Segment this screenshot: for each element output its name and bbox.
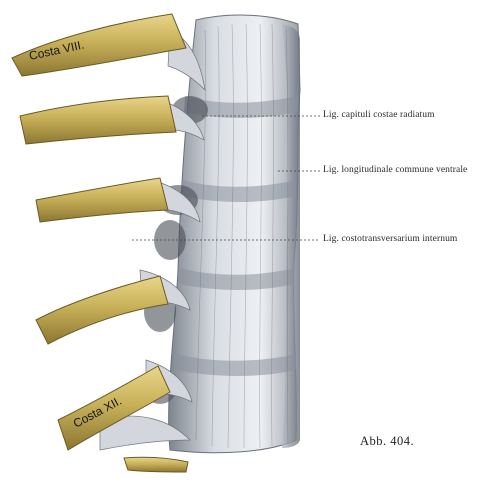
ligament-fibres [195,23,289,449]
rib-9 [19,95,177,145]
bone-fragment [123,456,189,473]
label-lig-costotransversarium: Lig. costotransversarium internum [323,234,458,244]
rib-11 [35,275,169,345]
figure-caption: Abb. 404. [360,434,415,448]
label-lig-capituli: Lig. capituli costae radiatum [323,110,435,120]
leader-lines [132,115,320,241]
rib-10 [35,177,169,223]
ribs [11,13,189,473]
rib-12 [57,365,171,451]
vertebral-column [168,14,301,454]
label-lig-longitudinale: Lig. longitudinale commune ventrale [323,165,468,175]
intervertebral-discs [175,96,298,376]
column-right-edge [282,24,300,448]
rib-8 [11,13,187,77]
